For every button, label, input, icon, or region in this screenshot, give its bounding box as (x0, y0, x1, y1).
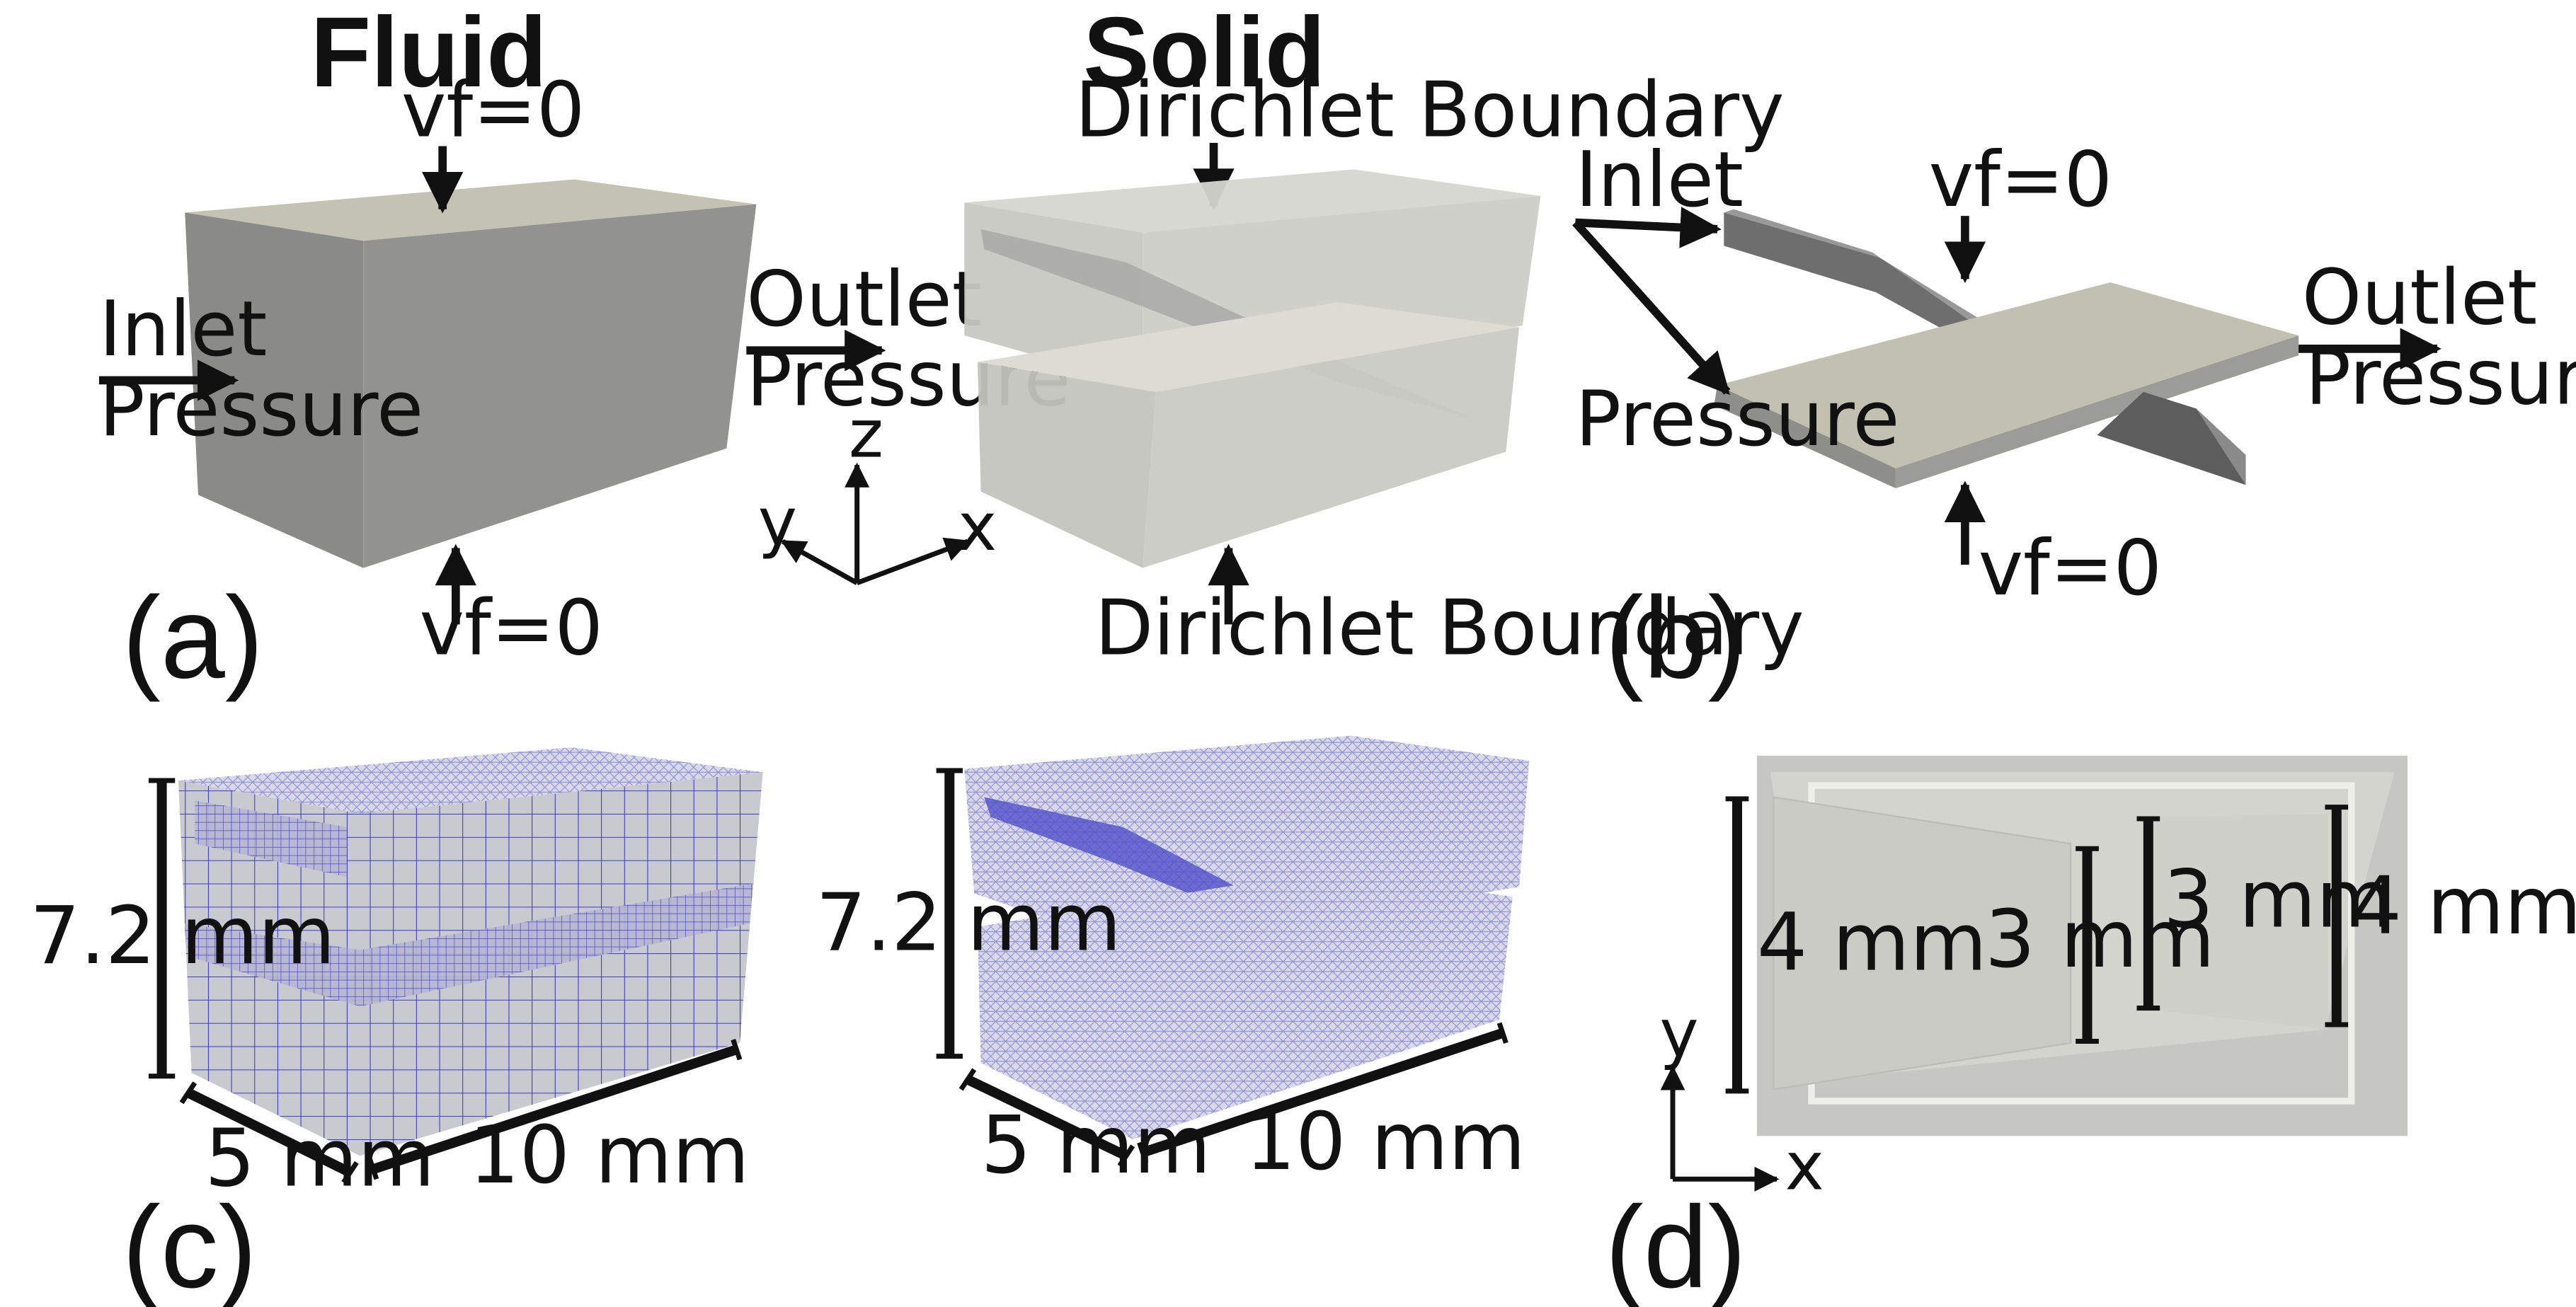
solid-mesh-upper-top (964, 735, 1530, 801)
solid-length-dim-line (1141, 1028, 1504, 1158)
solid-mesh-lower-left (977, 926, 1156, 1139)
outlet-label-b: Outlet (2302, 253, 2537, 342)
inlet-arrow-b-lower (1572, 219, 1731, 396)
solid-length-tick-a (1137, 1141, 1149, 1163)
fluid-mesh-refine-band-left (185, 923, 360, 1007)
panel-c-solid-mesh: 7.2 mm 5 mm 10 mm (c) (122, 735, 1530, 1307)
fluid-box-front (363, 204, 757, 568)
vf-bottom-label-b: vf=0 (1979, 524, 2162, 613)
inlet-pressure-label: Pressure (99, 365, 423, 454)
z-axis-label: z (849, 396, 883, 473)
fluid-box-top (185, 179, 757, 241)
solid-length-tick-b (1496, 1022, 1509, 1044)
fluid-length-label: 10 mm (469, 1110, 749, 1202)
fluid-mesh-refine-top-patch (195, 800, 347, 877)
panel-label-d: (d) (1605, 1182, 1746, 1307)
solid-lower-left (977, 362, 1156, 568)
panel-a-solid: Solid Dirichlet Boundary Dirichlet Bound… (122, 0, 1804, 703)
dim-mid-left-label: 3 mm (1985, 894, 2215, 986)
plate-top (1717, 282, 2299, 468)
vf-top-label-b: vf=0 (1929, 136, 2112, 224)
fluid-depth-dim-line (185, 1088, 353, 1178)
fluid-mesh-front (360, 772, 763, 1156)
solid-length-label: 10 mm (1245, 1096, 1525, 1188)
x-axis-label: x (958, 489, 997, 566)
heading-fluid: Fluid (311, 0, 547, 108)
plate-front-edge (1895, 335, 2299, 488)
panel-c-fluid-mesh: 7.2 mm 5 mm 10 mm (30, 747, 763, 1205)
leaflet-lower (2097, 391, 2246, 485)
xyz-axes: z x y (758, 396, 997, 586)
solid-lower-front (1143, 327, 1520, 568)
inlet-label: Inlet (99, 285, 268, 374)
fluid-length-tick-b (731, 1039, 743, 1061)
fluid-height-label: 7.2 mm (30, 890, 336, 982)
panel-label-b: (b) (1605, 572, 1746, 703)
panel-b: Inlet Pressure vf=0 Outlet Pressure vf=0… (1572, 136, 2576, 703)
solid-upper-top (964, 169, 1541, 233)
d-y-axis-label: y (1659, 995, 1698, 1072)
outlet-label: Outlet (746, 255, 981, 344)
fluid-mesh-top (178, 747, 763, 814)
fluid-length-dim-line (372, 1044, 738, 1174)
dim-right-label: 4 mm (2352, 860, 2576, 952)
solid-mesh-lower-front (1133, 897, 1513, 1139)
solid-lower-top (977, 302, 1520, 392)
plate-left-edge (1714, 385, 1896, 488)
inlet-arrow-b-upper (1575, 207, 1722, 248)
heading-solid: Solid (1083, 0, 1325, 108)
vf-bottom-label: vf=0 (420, 584, 603, 672)
y-axis-label: y (758, 484, 797, 561)
fluid-box-left (185, 212, 364, 568)
dim-mid-right-label: 3 mm (2163, 853, 2393, 945)
x-axis-arrow (856, 537, 971, 586)
d-x-axis-label: x (1785, 1128, 1824, 1205)
vf-top-label: vf=0 (401, 66, 585, 154)
inlet-label-b: Inlet (1575, 136, 1744, 224)
fluid-mesh-refine-band-front (360, 883, 753, 1007)
fluid-depth-tick-a (179, 1081, 198, 1105)
inlet-pressure-label-b: Pressure (1575, 375, 1899, 464)
top-view-leaflet (1773, 796, 2072, 1090)
xy-axes: y x (1659, 995, 1824, 1205)
y-axis-arrow (780, 539, 859, 585)
solid-mesh-lower-top (977, 870, 1513, 960)
panel-label-c: (c) (122, 1182, 257, 1307)
outlet-pressure-label-b: Pressure (2305, 333, 2576, 422)
solid-mesh-leaflet (984, 797, 1460, 974)
leaflet-lower-edge (2196, 408, 2246, 485)
solid-depth-tick-b (1117, 1144, 1135, 1168)
dirichlet-bottom-label: Dirichlet Boundary (1095, 584, 1804, 672)
solid-depth-dim-line (965, 1075, 1128, 1161)
panel-label-a: (a) (122, 572, 264, 703)
fluid-depth-tick-b (341, 1161, 359, 1184)
solid-height-label: 7.2 mm (815, 877, 1121, 969)
dim-left-label: 4 mm (1757, 897, 1987, 989)
panel-d: 4 mm 3 mm 3 mm 4 mm y x (d) (1605, 755, 2576, 1307)
solid-depth-tick-a (958, 1068, 977, 1091)
top-view-right-panel (2150, 813, 2329, 1030)
dirichlet-top-label: Dirichlet Boundary (1075, 66, 1785, 154)
fluid-length-tick-a (367, 1158, 379, 1180)
